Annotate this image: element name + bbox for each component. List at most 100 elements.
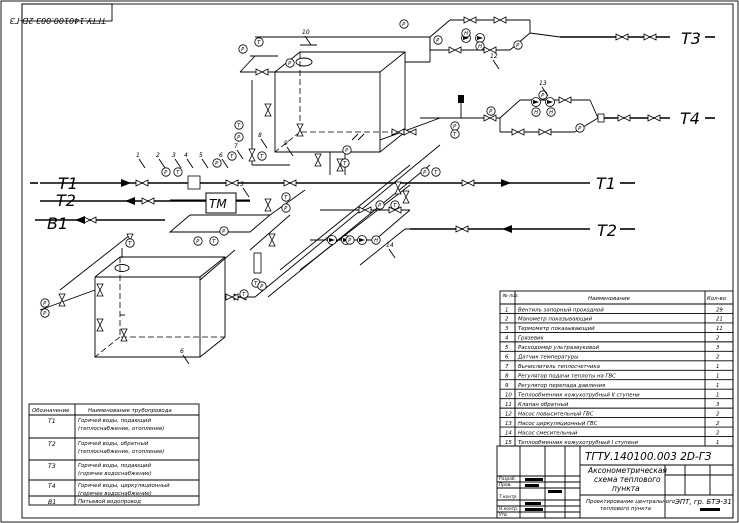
legend-name-3-0: Горячей воды, циркуляционный <box>78 483 170 489</box>
gauge-31: T <box>390 200 400 210</box>
heat-exchanger-15 <box>39 234 255 358</box>
gauge-label-12: P <box>237 135 241 141</box>
tb-left-4: Утв. <box>499 512 508 518</box>
spec-name-9: Теплообменник кожухотрубный II ступени <box>518 392 640 398</box>
gauge-11: T <box>234 120 244 130</box>
gauge-label-25: T <box>212 239 216 245</box>
label-t3-out: T3 <box>681 29 701 48</box>
callout-14: 6 <box>180 348 184 355</box>
callout-2: 3 <box>172 152 176 159</box>
spec-pos-2: 3 <box>505 326 509 332</box>
gauge-10: P <box>285 58 295 68</box>
gauge-label-36: H <box>549 110 553 116</box>
spec-pos-0: 1 <box>505 307 508 313</box>
spec-pos-1: 2 <box>505 317 509 323</box>
gauge-6: P <box>450 121 460 131</box>
pipe-t1-main <box>30 179 635 187</box>
spec-pos-13: 14 <box>505 430 512 436</box>
callout-13: 3 <box>240 181 244 188</box>
gauge-label-27: T <box>254 281 258 287</box>
spec-header-qty: Кол-во <box>707 296 727 302</box>
gauge-label-17: T <box>260 154 264 160</box>
spec-name-12: Насос циркуляционный ГВС <box>518 421 598 427</box>
gauge-label-30: P <box>378 203 382 209</box>
spec-qty-11: 2 <box>716 411 720 417</box>
spec-qty-5: 2 <box>716 355 720 361</box>
gauge-4: P <box>486 106 496 116</box>
spec-name-10: Клапан обратный <box>518 402 569 408</box>
gauge-label-22: T <box>284 195 288 201</box>
pipe-b1-main <box>35 216 165 224</box>
legend-name-1-0: Горячей воды, обратный <box>78 441 149 447</box>
gauge-23: P <box>281 203 291 213</box>
spec-name-7: Регулятор подачи теплоты на ГВС <box>518 374 616 380</box>
tb-left-2: Т.контр. <box>499 494 518 500</box>
pipe-t3 <box>255 16 715 54</box>
project-title-1: Проектирование центрального <box>586 499 676 505</box>
tb-left-3: Н.контр. <box>499 506 518 512</box>
spec-qty-3: 2 <box>716 336 720 342</box>
tb-left-0: Разраб. <box>499 476 516 482</box>
legend-code-2: T3 <box>48 463 56 470</box>
spec-name-0: Вентиль запорный проходной <box>518 307 604 313</box>
gauge-label-19: T <box>343 161 347 167</box>
spec-name-6: Вычислитель теплосчетчика <box>518 364 600 370</box>
gauge-2: P <box>513 40 523 50</box>
label-t4-out: T4 <box>680 109 700 128</box>
pipe-t2-main <box>40 197 635 233</box>
spec-qty-8: 1 <box>716 383 719 389</box>
legend-name-0-1: (теплоснабжение, отопление) <box>78 426 164 432</box>
spec-pos-8: 9 <box>505 383 509 389</box>
legend-name-4-0: Питьевой водопровод <box>78 499 141 505</box>
heat-meter-block: ТМ <box>187 175 237 214</box>
gauge-20: P <box>420 167 430 177</box>
legend-header-name: Наименование трубопровода <box>88 408 172 414</box>
callout-10: 12 <box>490 53 498 60</box>
spec-pos-6: 7 <box>505 364 509 370</box>
spec-qty-1: 21 <box>716 317 723 323</box>
rotated-stamp-box <box>21 3 113 22</box>
drawing-title-1: Аксонометрическая <box>587 466 667 475</box>
spec-qty-10: 3 <box>716 402 720 408</box>
gauge-label-11: T <box>237 123 241 129</box>
drawing-title-2: схема теплового <box>594 475 661 484</box>
legend-name-0-0: Горячей воды, подающий <box>78 418 152 424</box>
legend-header-code: Обозначение <box>32 408 70 414</box>
gauge-26: P <box>219 226 229 236</box>
gauge-label-10: P <box>288 61 292 67</box>
gauge-label-2: P <box>516 43 520 49</box>
tb-left-1: Пров. <box>499 482 512 488</box>
gauge-1: P <box>433 35 443 45</box>
gauge-25: T <box>209 236 219 246</box>
gauge-label-4: P <box>489 109 493 115</box>
legend-code-1: T2 <box>48 441 56 448</box>
gauge-label-1: P <box>436 38 440 44</box>
title-block: ТГТУ.140100.003 2D-ГЗ Аксонометрическая … <box>496 445 734 519</box>
gauge-34: H <box>475 41 485 51</box>
gauge-13: P <box>161 167 171 177</box>
gauge-8: T <box>254 37 264 47</box>
spec-qty-12: 2 <box>716 421 720 427</box>
callout-4: 5 <box>199 152 203 159</box>
callout-3: 4 <box>184 152 188 159</box>
spec-name-3: Грязевик <box>518 336 545 342</box>
legend-name-1-1: (теплоснабжение, отопление) <box>78 449 164 455</box>
legend-code-4: B1 <box>48 499 56 506</box>
gauge-label-40: T <box>128 241 132 247</box>
legend-name-2-1: (горячее водоснабжение) <box>78 471 152 477</box>
spec-pos-7: 8 <box>505 374 509 380</box>
spec-qty-13: 2 <box>716 430 720 436</box>
gauge-38: P <box>40 308 50 318</box>
rotated-stamp: ТГТУ.140100.003 2D-ГЗ <box>10 16 106 25</box>
gauge-label-24: P <box>196 239 200 245</box>
spec-name-4: Расходомер ультразвуковой <box>518 345 599 351</box>
gauge-label-28: P <box>260 284 264 290</box>
gauge-label-35: H <box>534 110 538 116</box>
gauge-label-0: P <box>402 22 406 28</box>
spec-qty-2: 11 <box>716 326 723 332</box>
gauge-7: T <box>450 129 460 139</box>
spec-name-1: Манометр показывающий <box>518 317 593 323</box>
gauge-32: P <box>345 235 355 245</box>
